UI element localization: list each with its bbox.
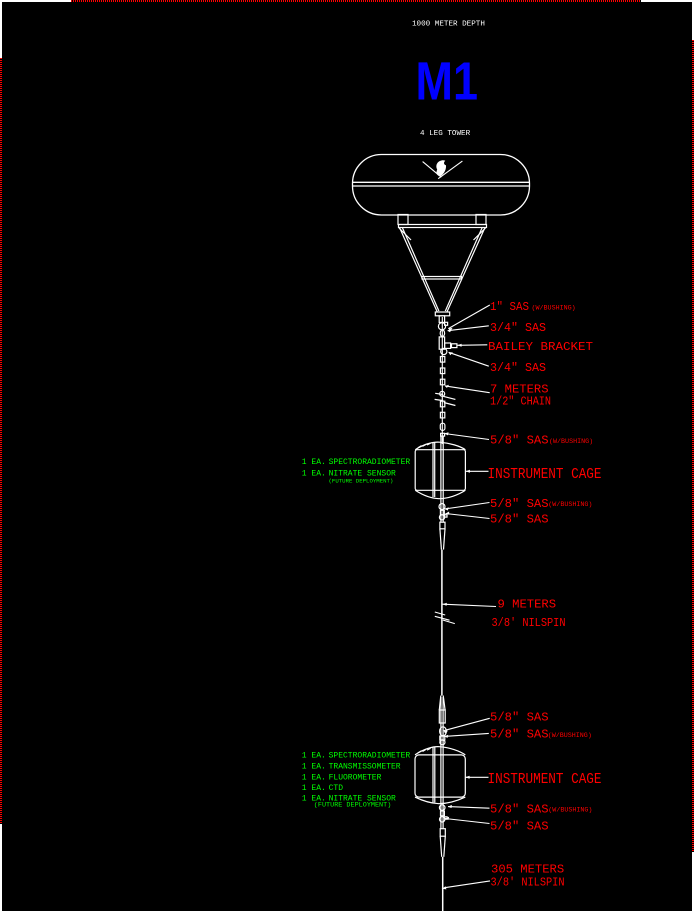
svg-text:1 EA.: 1 EA. — [302, 784, 326, 793]
svg-text:5/8" SAS: 5/8" SAS — [490, 434, 549, 448]
svg-text:9 METERS: 9 METERS — [498, 598, 557, 612]
svg-text:(W/BUSHING): (W/BUSHING) — [548, 732, 592, 740]
svg-text:TRANSMISSOMETER: TRANSMISSOMETER — [329, 763, 401, 772]
svg-text:5/8" SAS: 5/8" SAS — [490, 820, 549, 834]
svg-text:3/4" SAS: 3/4" SAS — [490, 361, 546, 375]
svg-text:3/4" SAS: 3/4" SAS — [490, 321, 546, 335]
svg-text:CTD: CTD — [329, 784, 344, 793]
svg-text:SPECTRORADIOMETER: SPECTRORADIOMETER — [329, 458, 411, 467]
svg-text:(W/BUSHING): (W/BUSHING) — [549, 438, 593, 446]
svg-text:1 EA.: 1 EA. — [302, 795, 326, 804]
svg-text:1000 METER DEPTH: 1000 METER DEPTH — [412, 21, 485, 29]
svg-text:5/8" SAS: 5/8" SAS — [490, 711, 549, 725]
svg-text:(W/BUSHING): (W/BUSHING) — [532, 305, 576, 313]
svg-text:FLUOROMETER: FLUOROMETER — [329, 774, 382, 783]
svg-text:(W/BUSHING): (W/BUSHING) — [548, 807, 592, 815]
svg-text:INSTRUMENT CAGE: INSTRUMENT CAGE — [488, 467, 602, 483]
svg-text:3/8' NILSPIN: 3/8' NILSPIN — [491, 875, 565, 889]
svg-text:1 EA.: 1 EA. — [302, 469, 326, 478]
svg-text:5/8" SAS: 5/8" SAS — [490, 513, 549, 527]
svg-text:1 EA.: 1 EA. — [302, 763, 326, 772]
svg-text:5/8" SAS: 5/8" SAS — [490, 803, 549, 817]
svg-text:7 METERS: 7 METERS — [490, 382, 549, 396]
svg-text:BAILEY BRACKET: BAILEY BRACKET — [488, 340, 593, 354]
svg-text:SPECTRORADIOMETER: SPECTRORADIOMETER — [329, 752, 411, 761]
svg-text:(W/BUSHING): (W/BUSHING) — [548, 501, 592, 509]
svg-text:1/2" CHAIN: 1/2" CHAIN — [490, 394, 551, 408]
svg-text:5/8" SAS: 5/8" SAS — [490, 497, 549, 511]
svg-text:M1: M1 — [415, 51, 477, 112]
svg-text:(FUTURE DEPLOYMENT): (FUTURE DEPLOYMENT) — [329, 477, 394, 484]
svg-text:1 EA.: 1 EA. — [302, 774, 326, 783]
svg-text:3/8' NILSPIN: 3/8' NILSPIN — [492, 616, 566, 630]
svg-text:1 EA.: 1 EA. — [302, 752, 326, 761]
svg-text:(FUTURE DEPLOYMENT): (FUTURE DEPLOYMENT) — [314, 802, 392, 810]
svg-text:305 METERS: 305 METERS — [491, 863, 564, 877]
svg-text:4 LEG TOWER: 4 LEG TOWER — [420, 130, 471, 138]
svg-text:1 EA.: 1 EA. — [302, 458, 326, 467]
svg-text:INSTRUMENT CAGE: INSTRUMENT CAGE — [488, 772, 602, 788]
svg-text:1" SAS: 1" SAS — [490, 300, 529, 314]
svg-text:5/8" SAS: 5/8" SAS — [490, 727, 549, 741]
svg-text:NITRATE SENSOR: NITRATE SENSOR — [329, 795, 396, 804]
svg-text:NITRATE SENSOR: NITRATE SENSOR — [329, 469, 396, 478]
